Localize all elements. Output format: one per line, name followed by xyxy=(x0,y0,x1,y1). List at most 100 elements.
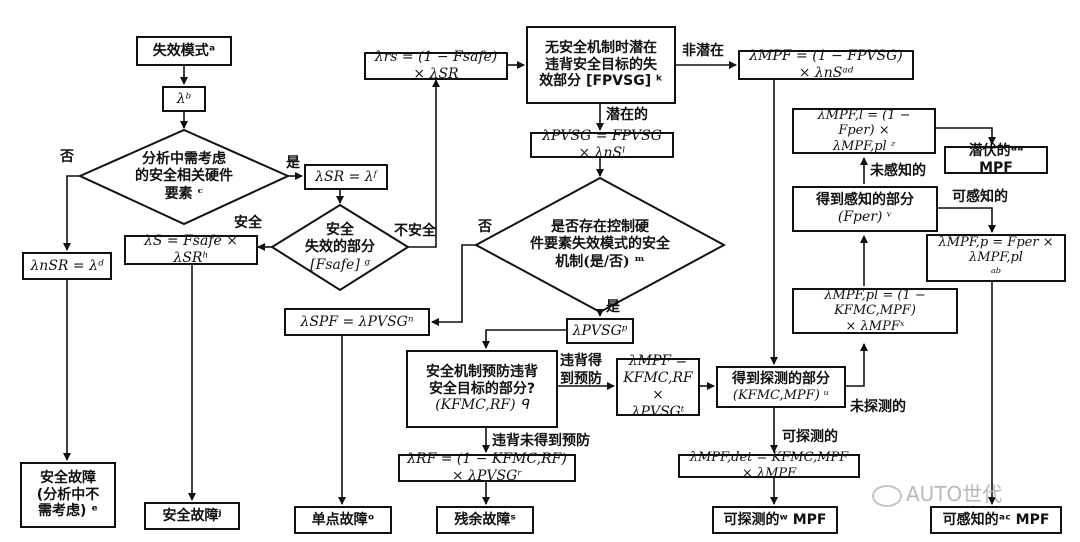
lambda-spf-box: λSPF = λPVSGⁿ xyxy=(284,308,430,336)
lambda-nsr-label: λnSR = λᵈ xyxy=(30,257,104,274)
prevent-line-2: 安全目标的部分? xyxy=(428,380,536,397)
lambda-mpf-latent-line-1: λMPF,l = (1 − Fper) × xyxy=(817,107,911,139)
mechanism-line-2: 件要素失效模式的安全 xyxy=(530,236,670,253)
edge-label-non-latent: 非潜在 xyxy=(682,43,724,59)
lambda-rs-label: λrs = (1 − Fsafe) × λSR xyxy=(374,49,498,82)
no-safety-mech-line-1: 无安全机制时潜在 xyxy=(545,39,657,56)
lambda-mpf-k-box: λMPF = KFMC,RF × λPVSGᵗ xyxy=(616,353,700,420)
watermark-text: AUTO世代 xyxy=(906,482,1003,506)
perceivable-mpf-label: 可感知的ᵃᶜ MPF xyxy=(942,511,1050,528)
lambda-mpf-pl-box: λMPF,pl = (1 − KFMC,MPF) × λMPFˣ xyxy=(792,288,958,334)
lambda-rf-label: λRF = (1 − KFMC,RF) × λPVSGʳ xyxy=(407,451,567,484)
prevent-line-1: 安全机制预防违背 xyxy=(426,363,538,380)
lambda-mpf-k-line-3: λPVSGᵗ xyxy=(631,403,685,420)
safe-fraction-line-1: 安全 xyxy=(326,221,354,238)
lambda-s-label: λS = Fsafe × λSRʰ xyxy=(144,233,238,266)
mechanism-line-3: 机制(是/否) ᵐ xyxy=(555,253,645,270)
failure-mode-label: 失效模式ᵃ xyxy=(152,42,216,59)
single-point-fault-label: 单点故障ᵒ xyxy=(311,511,375,528)
edge-label-perceivable: 可感知的 xyxy=(952,189,1008,205)
lambda-b-box: λᵇ xyxy=(162,86,206,112)
edge-label-not-detected: 未探测的 xyxy=(850,399,906,415)
edge-label-detectable: 可探测的 xyxy=(782,429,838,445)
lambda-mpf-p-box: λMPF,p = Fper × λMPF,pl ᵃᵇ xyxy=(926,234,1066,282)
edge-label-prevented: 违背得 到预防 xyxy=(560,352,602,388)
lambda-mpf-p-line-1: λMPF,p = Fper × λMPF,pl xyxy=(938,234,1054,266)
lambda-mpf-latent-line-2: λMPF,pl ᶻ xyxy=(832,138,896,154)
perceived-line-2: (Fper) ᵛ xyxy=(837,209,893,225)
safe-fault-label: 安全故障ʲ xyxy=(162,507,222,524)
perceived-line-1: 得到感知的部分 xyxy=(816,192,914,209)
lambda-spf-label: λSPF = λPVSGⁿ xyxy=(300,313,414,330)
mechanism-line-1: 是否存在控制硬 xyxy=(551,218,649,235)
lambda-rf-box: λRF = (1 − KFMC,RF) × λPVSGʳ xyxy=(398,451,576,484)
wechat-icon xyxy=(872,484,902,507)
lambda-pvsg-top-label: λPVSG = FPVSG × λnSˡ xyxy=(542,128,662,161)
prevent-fraction-box: 安全机制预防违背 安全目标的部分? (KFMC,RF) ᑫ xyxy=(406,350,558,428)
edge-label-no-mechanism: 否 xyxy=(478,219,492,235)
lambda-mpf-latent-box: λMPF,l = (1 − Fper) × λMPF,pl ᶻ xyxy=(792,108,936,154)
lambda-sr-label: λSR = λᶠ xyxy=(315,168,377,185)
lambda-mpf-det-label: λMPF,det = KFMC,MPF × λMPF xyxy=(689,450,849,481)
detectable-mpf-box: 可探测的ʷ MPF xyxy=(712,506,838,534)
lambda-mpf-top-box: λMPF = (1 − FPVSG) × λnSᵃᵈ xyxy=(738,48,914,81)
lambda-pvsg-top-box: λPVSG = FPVSG × λnSˡ xyxy=(530,128,674,161)
lambda-mpf-k-line-2: KFMC,RF × xyxy=(623,370,693,403)
lambda-pvsg-p-box: λPVSGᵖ xyxy=(566,318,634,344)
mechanism-decision-text: 是否存在控制硬 件要素失效模式的安全 机制(是/否) ᵐ xyxy=(508,212,692,278)
detectable-mpf-label: 可探测的ʷ MPF xyxy=(723,511,827,528)
edge-label-yes-hw: 是 xyxy=(286,155,300,171)
single-point-fault-box: 单点故障ᵒ xyxy=(294,506,392,534)
safe-fault-nc-line-2: (分析中不 xyxy=(36,486,100,503)
edge-label-safe: 安全 xyxy=(234,215,262,231)
safe-fraction-line-3: [Fsafe] ᵍ xyxy=(310,256,370,273)
safe-fault-box: 安全故障ʲ xyxy=(144,502,240,530)
no-safety-mech-line-2: 违背安全目标的失 xyxy=(545,56,657,73)
no-safety-mech-line-3: 效部分 [FPVSG] ᵏ xyxy=(539,73,663,90)
edge-label-latent: 潜在的 xyxy=(606,107,648,123)
perceived-fraction-box: 得到感知的部分 (Fper) ᵛ xyxy=(792,186,938,232)
detected-line-2: (KFMC,MPF) ᵘ xyxy=(732,387,830,403)
latent-mpf-box: 潜伏的ᵃᵃ MPF xyxy=(944,143,1048,176)
residual-fault-box: 残余故障ˢ xyxy=(436,506,534,534)
lambda-mpf-det-box: λMPF,det = KFMC,MPF × λMPF xyxy=(678,450,860,481)
lambda-sr-box: λSR = λᶠ xyxy=(304,164,388,190)
lambda-mpf-k-line-1: λMPF = xyxy=(628,353,688,370)
lambda-rs-box: λrs = (1 − Fsafe) × λSR xyxy=(364,49,508,82)
watermark: AUTO世代 xyxy=(872,478,1002,507)
lambda-mpf-p-line-2: ᵃᵇ xyxy=(990,265,1002,281)
decision-diamond-safe-fraction xyxy=(270,203,410,292)
hw-relevant-line-3: 要素 ᶜ xyxy=(164,185,204,202)
detected-fraction-box: 得到探测的部分 (KFMC,MPF) ᵘ xyxy=(716,366,846,408)
lambda-mpf-pl-line-2: × λMPFˣ xyxy=(845,318,905,334)
lambda-b-label: λᵇ xyxy=(176,90,192,107)
lambda-pvsg-p-label: λPVSGᵖ xyxy=(572,322,628,339)
latent-mpf-label: 潜伏的ᵃᵃ MPF xyxy=(968,143,1024,176)
failure-mode-box: 失效模式ᵃ xyxy=(136,36,232,66)
safe-fraction-decision-text: 安全 失效的部分 [Fsafe] ᵍ xyxy=(290,218,390,278)
edge-label-unsafe: 不安全 xyxy=(394,223,436,239)
hw-relevant-decision-text: 分析中需考虑 的安全相关硬件 要素 ᶜ xyxy=(108,146,260,208)
lambda-nsr-box: λnSR = λᵈ xyxy=(22,252,112,280)
prevented-line-2: 到预防 xyxy=(560,371,602,388)
safe-fault-nc-line-3: 需考虑) ᵉ xyxy=(38,503,98,520)
no-safety-mechanism-box: 无安全机制时潜在 违背安全目标的失 效部分 [FPVSG] ᵏ xyxy=(526,26,676,104)
safe-fraction-line-2: 失效的部分 xyxy=(305,239,375,256)
prevent-line-3: (KFMC,RF) ᑫ xyxy=(435,397,529,414)
safe-fault-not-considered-box: 安全故障 (分析中不 需考虑) ᵉ xyxy=(20,462,116,528)
edge-label-yes-mechanism: 是 xyxy=(606,299,620,315)
perceivable-mpf-box: 可感知的ᵃᶜ MPF xyxy=(930,506,1062,534)
prevented-line-1: 违背得 xyxy=(560,353,602,369)
residual-fault-label: 残余故障ˢ xyxy=(454,511,516,528)
detected-line-1: 得到探测的部分 xyxy=(732,370,830,387)
lambda-mpf-pl-line-1: λMPF,pl = (1 − KFMC,MPF) xyxy=(824,287,926,319)
lambda-mpf-top-label: λMPF = (1 − FPVSG) × λnSᵃᵈ xyxy=(749,48,903,81)
decision-diamond-hw-relevant xyxy=(77,128,291,226)
edge-label-not-perceived: 未感知的 xyxy=(870,163,926,179)
hw-relevant-line-2: 的安全相关硬件 xyxy=(135,168,233,185)
hw-relevant-line-1: 分析中需考虑 xyxy=(142,150,226,167)
safe-fault-nc-line-1: 安全故障 xyxy=(40,469,96,486)
edge-label-not-prevented: 违背未得到预防 xyxy=(492,433,590,449)
